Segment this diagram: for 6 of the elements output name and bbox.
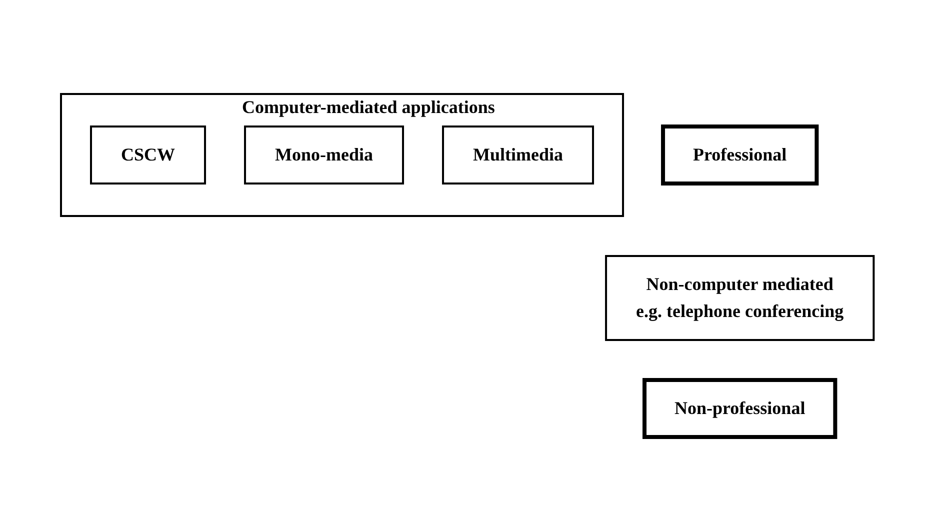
- node-box: Non-computer mediated e.g. telephone conferencing: [604, 255, 874, 341]
- node-box: Mono-media: [244, 126, 404, 184]
- node-box: Professional: [660, 124, 818, 186]
- node-box: Non-professional: [642, 378, 837, 439]
- node-box: CSCW: [90, 126, 206, 184]
- node-box: Multimedia: [442, 126, 594, 184]
